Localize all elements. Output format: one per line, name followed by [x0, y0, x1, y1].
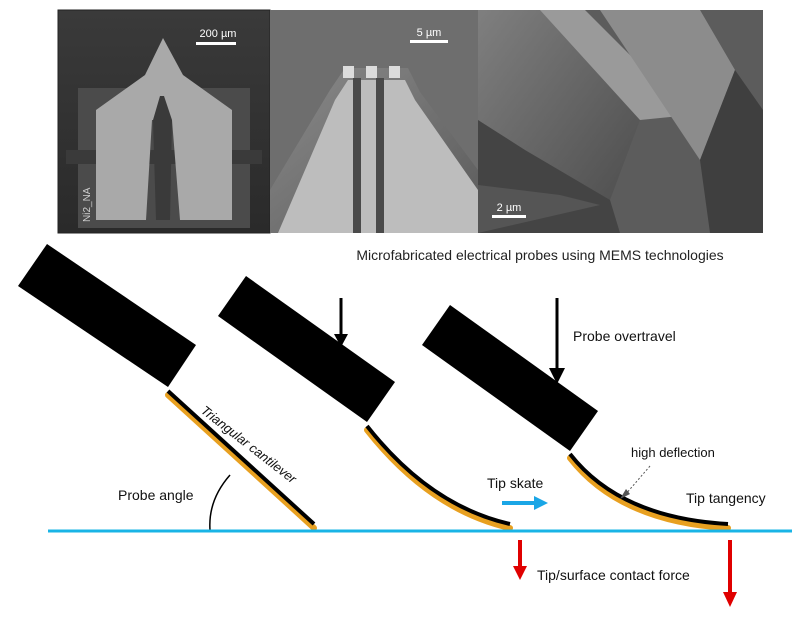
- scale-label-3: 2 µm: [497, 202, 522, 214]
- overtravel-arrow-head: [549, 368, 565, 384]
- scale-bar-1: [196, 42, 236, 45]
- probe-overtravel-label: Probe overtravel: [573, 328, 676, 344]
- cantilever-1-edge: [165, 392, 317, 531]
- tip-tangency-label: Tip tangency: [686, 490, 766, 506]
- force-arrow-1-head: [513, 566, 527, 580]
- scale-label-2: 5 µm: [417, 27, 442, 39]
- sample-label: Ni2_NA: [82, 187, 93, 222]
- high-deflection-pointer: [624, 465, 651, 496]
- triangular-cantilever-label: Triangular cantilever: [198, 403, 300, 487]
- probe-shape-1: [96, 38, 232, 220]
- micrograph-panel-1: 200 µm Ni2_NA: [57, 9, 271, 234]
- caption: Microfabricated electrical probes using …: [356, 247, 723, 263]
- contact-force-arrows: Tip/surface contact force: [513, 540, 737, 607]
- contact-force-label: Tip/surface contact force: [537, 567, 690, 583]
- scale-bar-2: [410, 40, 448, 43]
- micrograph-panel-2: 5 µm: [270, 10, 478, 233]
- probe-3: Probe overtravel high deflection Tip tan…: [422, 298, 766, 531]
- cantilever-2-edge: [364, 427, 513, 531]
- scale-bar-3: [492, 215, 526, 218]
- tip-skate-arrow-head: [534, 496, 548, 510]
- micrograph-panel-3: 2 µm: [478, 10, 763, 233]
- probe-angle-label: Probe angle: [118, 487, 194, 503]
- high-deflection-label: high deflection: [631, 445, 715, 460]
- probe-2: Tip skate: [218, 276, 548, 531]
- tip-skate-label: Tip skate: [487, 475, 543, 491]
- force-arrow-2-head: [723, 592, 737, 607]
- cantilever-3-edge: [567, 455, 731, 531]
- probe-block-1: [18, 244, 196, 387]
- cantilever-2: [365, 424, 511, 526]
- cantilever-3: [568, 452, 729, 526]
- press-arrow-head: [334, 334, 348, 347]
- cantilever-1: [166, 389, 316, 526]
- probe-1: Triangular cantilever Probe angle: [18, 244, 317, 531]
- probe-block-3: [422, 305, 598, 451]
- probe-block-2: [218, 276, 395, 422]
- probe-angle-arc: [209, 474, 231, 531]
- scale-label-1: 200 µm: [200, 28, 237, 40]
